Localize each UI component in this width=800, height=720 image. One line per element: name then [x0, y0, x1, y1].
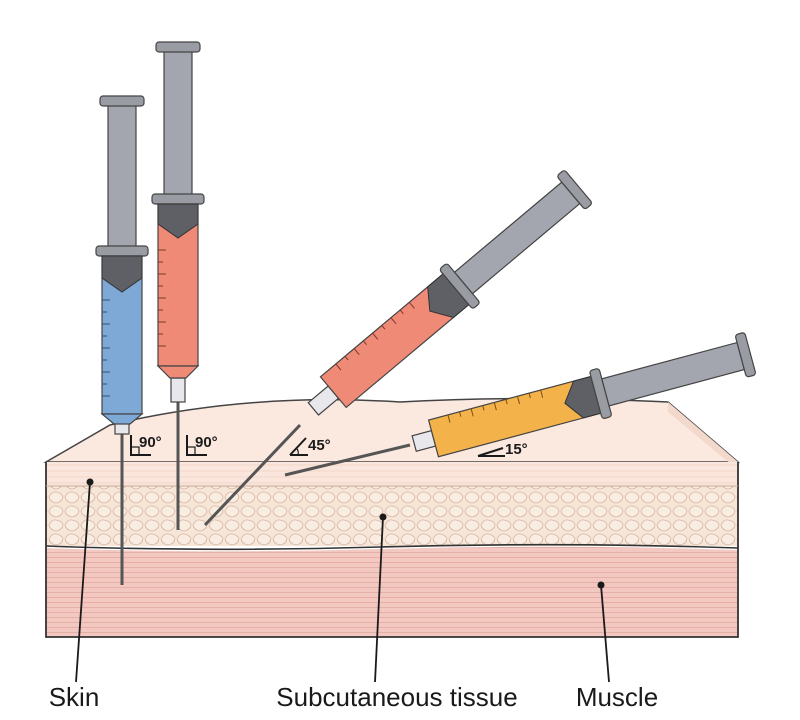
skin-label: Skin [49, 682, 100, 712]
muscle-label: Muscle [576, 682, 658, 712]
angle-marker-icon [289, 437, 308, 456]
angle-marker-icon [477, 447, 505, 457]
syringe-intramuscular-90: 90° [95, 95, 162, 585]
plunger-rod [107, 104, 137, 254]
plunger-rod [453, 181, 581, 295]
needle [203, 423, 302, 527]
angle-label-subcutaneous-45: 45° [308, 437, 331, 454]
needle [284, 443, 411, 477]
subcutaneous-label: Subcutaneous tissue [276, 682, 517, 712]
angle-label-subcutaneous-90: 90° [195, 434, 218, 451]
syringe-subcutaneous-90: 90° [151, 41, 218, 530]
subcutaneous-layer [46, 486, 738, 546]
block-right-face [668, 402, 738, 470]
skin-top-surface [43, 397, 741, 463]
skin-layer [46, 462, 738, 486]
angle-label-intradermal: 15° [505, 441, 528, 458]
muscle-layer [46, 546, 738, 637]
plunger-rod [601, 341, 746, 407]
syringe-intradermal-15: 15° [284, 332, 756, 477]
leader-lines [75, 478, 610, 683]
plunger-rod [163, 49, 193, 199]
syringe-subcutaneous-45: 45° [203, 170, 592, 527]
angle-label-intramuscular: 90° [139, 434, 162, 451]
